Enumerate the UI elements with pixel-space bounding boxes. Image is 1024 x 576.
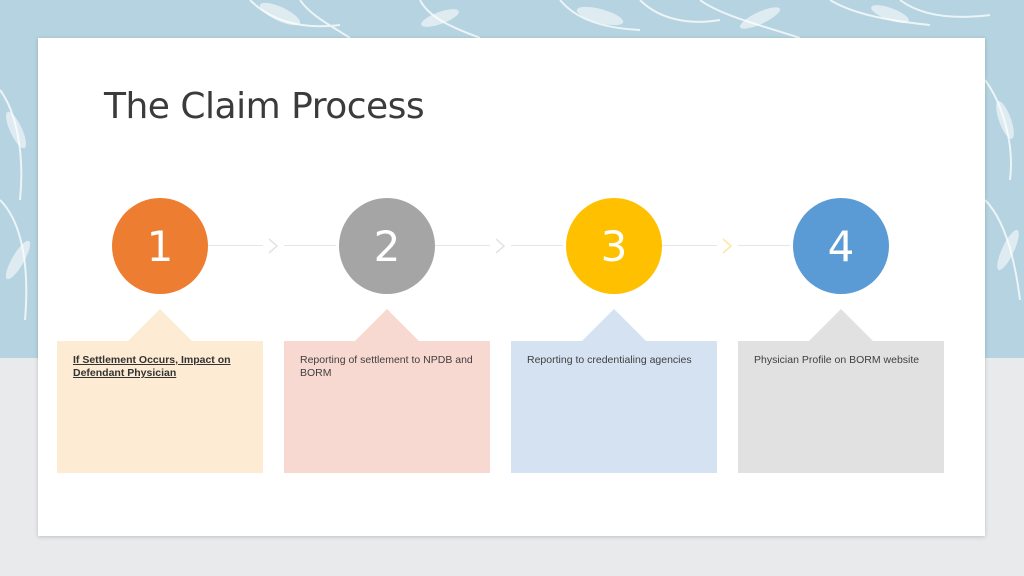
step-circle-3: 3 [566,198,662,294]
step-box-2: Reporting of settlement to NPDB and BORM [284,309,490,473]
connector-line-3b [738,245,790,246]
chevron-right-icon [495,238,506,254]
connector-line-2 [435,245,490,246]
callout-pointer [128,309,192,341]
step-number: 2 [373,221,401,271]
step-number: 4 [827,221,855,271]
connector-line-2b [511,245,563,246]
leaf-pattern-icon [0,0,1021,321]
step-circle-4: 4 [793,198,889,294]
chevron-right-icon [268,238,279,254]
step-box-4: Physician Profile on BORM website [738,309,944,473]
step-description: Physician Profile on BORM website [754,354,920,366]
callout-pointer [809,309,873,341]
connector-line-1b [284,245,336,246]
step-number: 1 [146,221,174,271]
callout-pointer [582,309,646,341]
connector-line-1 [208,245,263,246]
callout-pointer [355,309,419,341]
slide-title: The Claim Process [104,86,425,127]
step-description: Reporting to credentialing agencies [527,354,692,366]
step-circle-1: 1 [112,198,208,294]
step-box-1: If Settlement Occurs, Impact on Defendan… [57,309,263,473]
step-description: Reporting of settlement to NPDB and BORM [300,354,473,379]
step-description[interactable]: If Settlement Occurs, Impact on Defendan… [73,354,231,379]
step-number: 3 [600,221,628,271]
step-box-3: Reporting to credentialing agencies [511,309,717,473]
chevron-right-icon [722,238,733,254]
slide-card: The Claim Process 1 2 3 4 If Settlement … [38,38,985,536]
step-circle-2: 2 [339,198,435,294]
connector-line-3 [662,245,717,246]
